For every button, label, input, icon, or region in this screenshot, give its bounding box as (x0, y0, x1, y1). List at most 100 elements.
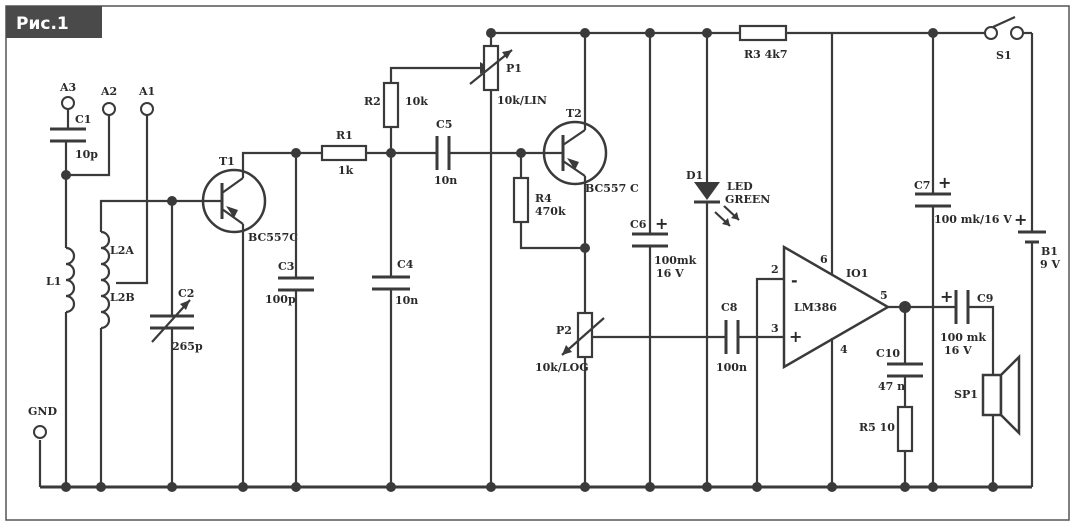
c5-value: 10n (434, 174, 457, 187)
r5-label: R5 10 (859, 421, 895, 434)
c9-label: C9 (977, 292, 993, 305)
c6-value-1: 100mk (654, 254, 697, 267)
b1-value: 9 V (1040, 258, 1060, 271)
c4-value: 10n (395, 294, 418, 307)
antenna-terminal-a2: A2 (66, 85, 117, 177)
r1-label: R1 (336, 129, 353, 142)
c7-value: 100 mk/16 V (934, 213, 1012, 226)
capacitor-c4: C4 10n (372, 153, 418, 487)
c4-label: C4 (397, 258, 414, 271)
c9-value-2: 16 V (944, 344, 972, 357)
pin-4: 4 (840, 343, 848, 356)
inverting-input-sign: - (791, 271, 798, 290)
resistor-r4: R4 470k (512, 153, 585, 250)
resistor-r5: R5 10 (859, 405, 914, 487)
d1-value-2: GREEN (725, 193, 770, 206)
c3-value: 100p (265, 293, 296, 306)
l1-label: L1 (46, 275, 61, 288)
c9-value-1: 100 mk (940, 331, 986, 344)
c5-label: C5 (436, 118, 452, 131)
gnd-terminal: GND (28, 405, 57, 439)
c3-label: C3 (278, 260, 294, 273)
t2-type: BC557 C (585, 182, 639, 195)
ground-rail (38, 440, 1032, 492)
junction (486, 28, 496, 38)
switch-s1: S1 (984, 15, 1032, 62)
sp1-label: SP1 (954, 388, 978, 401)
non-inverting-input-sign: + (789, 327, 802, 346)
r4-label: R4 (535, 192, 552, 205)
c7-label: C7 (914, 179, 930, 192)
c2-value: 265p (172, 340, 203, 353)
transistor-t1: T1 BC557C (172, 151, 298, 487)
c7-polarity: + (938, 173, 951, 192)
a1-label: A1 (138, 85, 155, 98)
p2-value: 10k/LOG (535, 361, 589, 374)
a3-label: A3 (59, 81, 76, 94)
potentiometer-p1: P1 10k/LIN (469, 33, 547, 487)
c1-label: C1 (75, 113, 91, 126)
r2-label: R2 (364, 95, 381, 108)
inductor-l1: L1 (46, 175, 76, 487)
r2-value: 10k (405, 95, 428, 108)
c6-value-2: 16 V (656, 267, 684, 280)
speaker-sp1: SP1 (954, 353, 1021, 487)
t2-label: T2 (566, 107, 582, 120)
a2-label: A2 (100, 85, 117, 98)
c6-label: C6 (630, 218, 647, 231)
c10-value: 47 n (878, 380, 905, 393)
pin-6: 6 (820, 253, 828, 266)
c8-label: C8 (721, 301, 738, 314)
inductor-l2: L2A L2B (99, 199, 172, 487)
c10-label: C10 (876, 347, 900, 360)
r4-value: 470k (535, 205, 566, 218)
c1-value: 10p (75, 148, 98, 161)
potentiometer-p2: P2 10k/LOG (535, 248, 725, 487)
led-d1: D1 LED GREEN (686, 33, 770, 487)
capacitor-c3: C3 100p (265, 153, 314, 487)
gnd-label: GND (28, 405, 57, 418)
c9-polarity: + (940, 287, 953, 306)
ic-type: LM386 (794, 301, 837, 314)
capacitor-c9: + C9 100 mk 16 V (905, 287, 995, 375)
d1-value-1: LED (727, 180, 753, 193)
r3-label: R3 4k7 (744, 48, 788, 61)
figure-title: Рис.1 (16, 14, 69, 34)
p1-label: P1 (506, 62, 522, 75)
battery-b1: + B1 9 V (1014, 33, 1060, 487)
capacitor-c10: C10 47 n (876, 307, 923, 407)
t1-type: BC557C (248, 231, 298, 244)
l2b-label: L2B (110, 291, 135, 304)
variable-capacitor-c2: C2 265p (150, 201, 203, 487)
r1-value: 1k (338, 164, 354, 177)
l2a-label: L2A (110, 244, 134, 257)
c6-polarity: + (655, 214, 668, 233)
capacitor-c1: C1 10p (50, 113, 98, 175)
resistor-r3: R3 4k7 (738, 24, 788, 61)
figure-label: Рис.1 (6, 6, 102, 38)
pin-5: 5 (880, 289, 888, 302)
s1-label: S1 (996, 49, 1012, 62)
resistor-r2: R2 10k (364, 62, 490, 153)
c8-value: 100n (716, 361, 747, 374)
io1-label: IO1 (846, 267, 868, 280)
ic-lm386: 2 3 4 5 6 - + LM386 IO1 (755, 33, 905, 487)
b1-label: B1 (1041, 245, 1058, 258)
b1-polarity: + (1014, 210, 1027, 229)
d1-label: D1 (686, 169, 703, 182)
c2-label: C2 (178, 287, 194, 300)
capacitor-c6: + C6 100mk 16 V (630, 33, 697, 487)
capacitor-c7: + C7 100 mk/16 V (914, 33, 1012, 487)
resistor-r1: R1 1k (296, 129, 391, 177)
antenna-terminal-a3: A3 (59, 81, 76, 128)
capacitor-c8: C8 100n (716, 301, 784, 374)
pin-2: 2 (771, 263, 779, 276)
supply-rail (491, 28, 985, 38)
antenna-terminal-a1: A1 (116, 85, 155, 285)
p2-label: P2 (556, 324, 572, 337)
diagram-frame (5, 5, 1070, 521)
transistor-t2: T2 BC557 C (521, 33, 639, 248)
pin-3: 3 (771, 322, 779, 335)
t1-label: T1 (219, 155, 235, 168)
